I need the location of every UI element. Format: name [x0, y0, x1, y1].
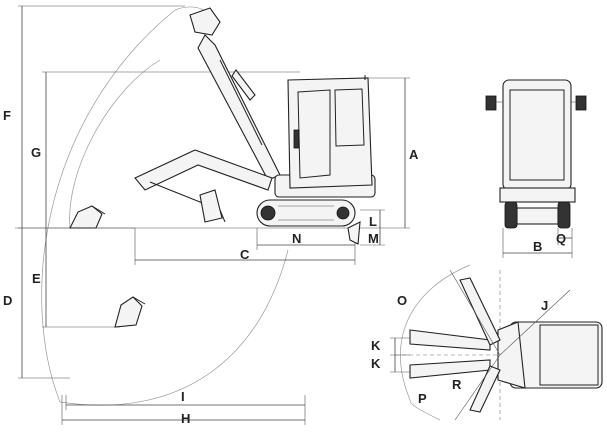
- label-A: A: [409, 147, 419, 162]
- label-H: H: [181, 411, 190, 426]
- label-R: R: [452, 377, 462, 392]
- label-F: F: [3, 108, 11, 123]
- dozer-blade: [347, 221, 361, 245]
- label-O: O: [397, 293, 407, 308]
- label-Q: Q: [556, 231, 566, 246]
- label-G: G: [31, 145, 41, 160]
- label-M: M: [368, 231, 379, 246]
- label-K-upper: K: [371, 338, 381, 353]
- horizontal-dimension-lines: [61, 228, 356, 425]
- upper-structure: [274, 75, 376, 198]
- label-I: I: [181, 389, 185, 404]
- front-view: [485, 79, 587, 258]
- bucket-high-position: [189, 7, 221, 36]
- label-B: B: [533, 239, 542, 254]
- label-D: D: [3, 293, 12, 308]
- bucket-ground-position: [69, 205, 106, 229]
- label-L: L: [369, 214, 377, 229]
- label-N: N: [292, 231, 301, 246]
- track-undercarriage: [256, 199, 356, 227]
- top-view: [390, 264, 605, 421]
- label-P: P: [418, 391, 427, 406]
- height-dimension: [360, 77, 410, 246]
- label-K-lower: K: [371, 356, 381, 371]
- bucket-deep-position: [114, 296, 146, 328]
- boom-lowered: [134, 149, 273, 223]
- dimension-labels: F G D E I H C N A L M B Q O J K K R P: [3, 108, 566, 426]
- boom-raised: [197, 34, 281, 181]
- reach-envelope: [41, 6, 289, 406]
- label-C: C: [240, 247, 250, 262]
- label-J: J: [541, 298, 548, 313]
- label-E: E: [32, 271, 41, 286]
